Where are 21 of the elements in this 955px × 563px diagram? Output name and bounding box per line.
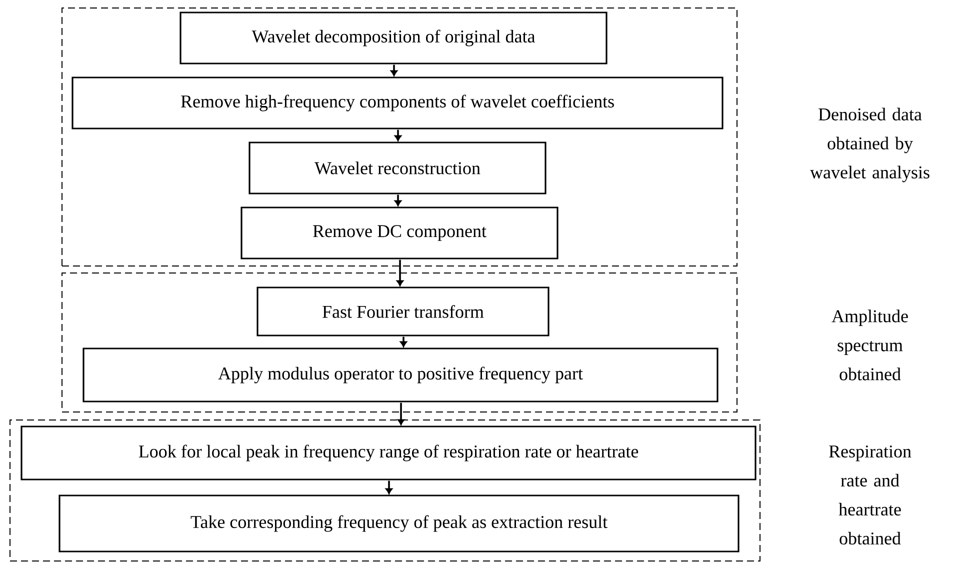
arrow: [394, 130, 402, 142]
process-box: Fast Fourier transform: [256, 286, 550, 336]
arrow: [386, 480, 393, 494]
process-box: Apply modulus operator to positive frequency part: [82, 348, 718, 402]
process-box: Take corresponding frequency of peak as extraction result: [58, 494, 740, 552]
group-box: [62, 8, 738, 266]
process-box: Wavelet reconstruction: [248, 142, 546, 194]
side-label: Amplitude spectrum obtained: [832, 310, 908, 380]
arrow: [398, 402, 405, 426]
process-box: Look for local peak in frequency range of respiration rate or heartrate: [20, 426, 756, 480]
process-box: Remove DC component: [240, 206, 558, 260]
arrow: [400, 336, 408, 348]
group-box: [10, 420, 760, 562]
process-box: Remove high-frequency components of wavelet coefficients: [72, 76, 724, 130]
side-label: Denoised data obtained by wavelet analysis: [810, 108, 930, 182]
group-box: [62, 272, 738, 412]
arrow: [396, 260, 404, 286]
process-box: Wavelet decomposition of original data: [180, 12, 608, 64]
side-label: Respiration rate and heartrate obtained: [829, 445, 912, 545]
arrow: [394, 194, 402, 206]
arrow: [390, 64, 398, 76]
